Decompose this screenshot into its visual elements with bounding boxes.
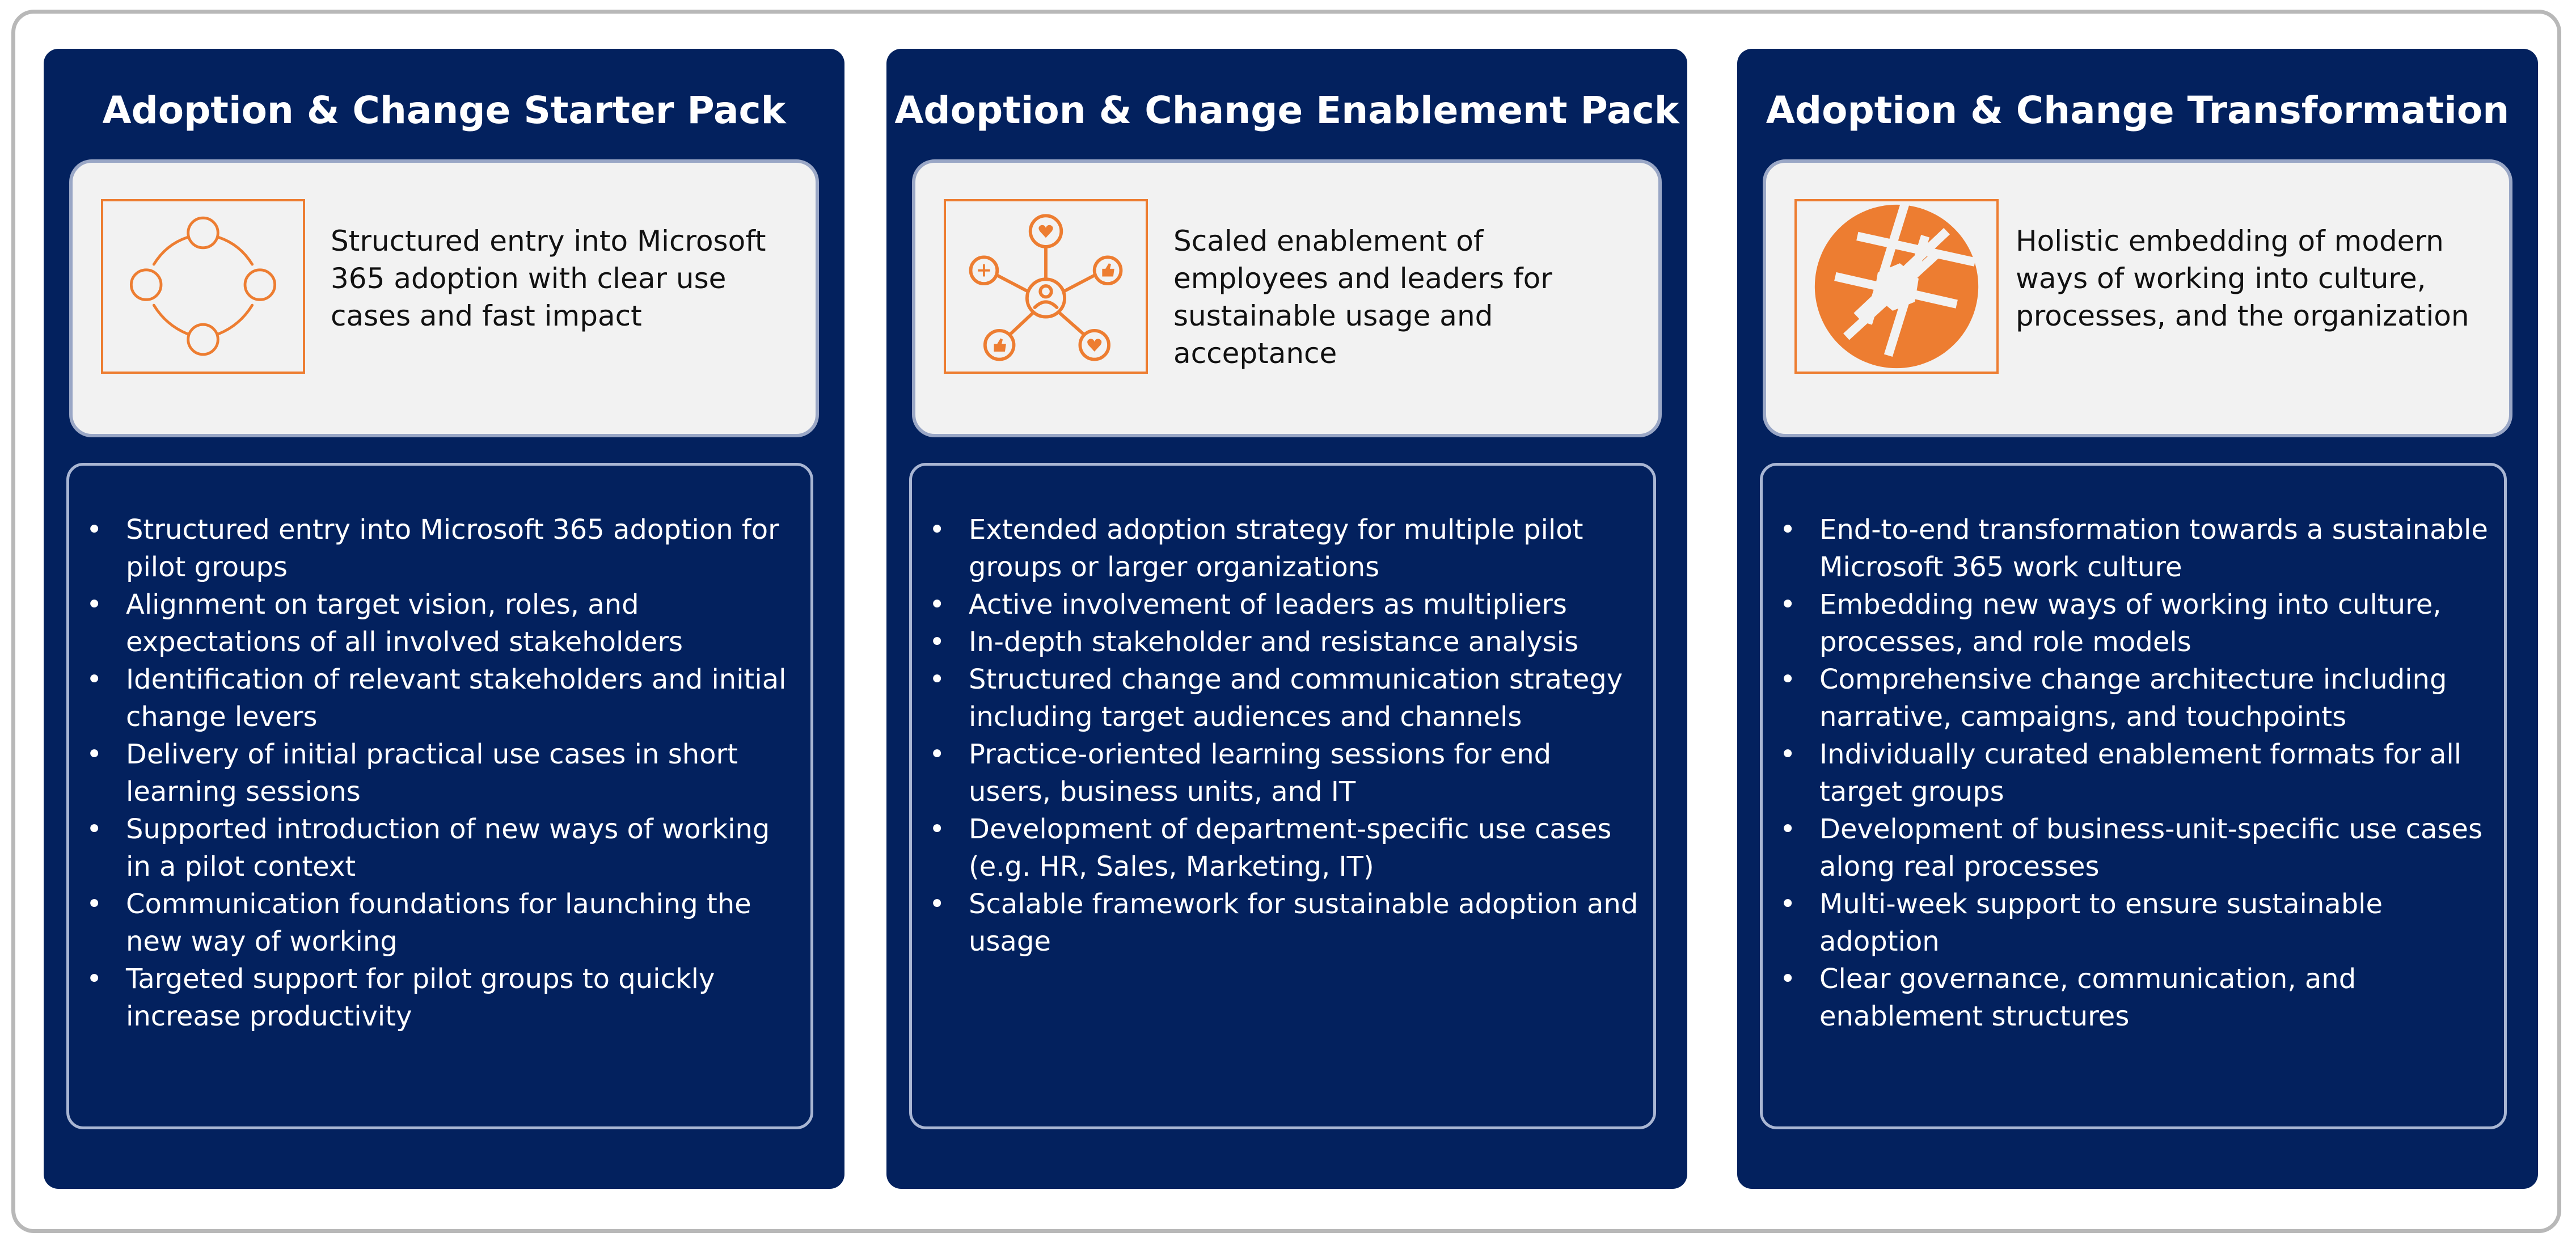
bullet-list: End-to-end transformation towards a sust… [1780, 511, 2493, 1035]
list-item: Scalable framework for sustainable adopt… [929, 885, 1642, 960]
list-item: Development of department-specific use c… [929, 811, 1642, 885]
summary-box: Structured entry into Microsoft 365 adop… [69, 159, 819, 437]
list-item: Practice-oriented learning sessions for … [929, 736, 1642, 811]
summary-text: Scaled enablement of employees and leade… [1173, 225, 1552, 370]
list-item: Communication foundations for launching … [86, 885, 799, 960]
list-item: Comprehensive change architecture includ… [1780, 661, 2493, 736]
summary-box: Holistic embedding of modern ways of wor… [1763, 159, 2512, 437]
list-item: In-depth stakeholder and resistance anal… [929, 623, 1642, 661]
summary-text: Structured entry into Microsoft 365 adop… [331, 225, 766, 332]
list-item: Individually curated enablement formats … [1780, 736, 2493, 811]
details-box: Structured entry into Microsoft 365 adop… [66, 463, 813, 1129]
list-item: Alignment on target vision, roles, and e… [86, 586, 799, 661]
list-item: Development of business-unit-specific us… [1780, 811, 2493, 885]
card-title: Adoption & Change Starter Pack [102, 88, 786, 132]
details-box: Extended adoption strategy for multiple … [909, 463, 1656, 1129]
list-item: Targeted support for pilot groups to qui… [86, 960, 799, 1035]
list-item: Extended adoption strategy for multiple … [929, 511, 1642, 586]
list-item: Clear governance, communication, and ena… [1780, 960, 2493, 1035]
bullet-list: Structured entry into Microsoft 365 adop… [86, 511, 799, 1035]
list-item: Active involvement of leaders as multipl… [929, 586, 1642, 623]
list-item: Identification of relevant stakeholders … [86, 661, 799, 736]
card-title: Adoption & Change Transformation [1766, 88, 2510, 132]
card-title: Adoption & Change Enablement Pack [894, 88, 1679, 132]
bullet-list: Extended adoption strategy for multiple … [929, 511, 1642, 960]
list-item: Supported introduction of new ways of wo… [86, 811, 799, 885]
list-item: End-to-end transformation towards a sust… [1780, 511, 2493, 586]
card-enablement-pack: Adoption & Change Enablement Pack [886, 49, 1687, 1189]
social-network-icon [944, 199, 1148, 374]
summary-box: Scaled enablement of employees and leade… [912, 159, 1662, 437]
summary-text: Holistic embedding of modern ways of wor… [2016, 225, 2469, 332]
details-box: End-to-end transformation towards a sust… [1760, 463, 2507, 1129]
circular-network-icon [101, 199, 305, 374]
card-transformation: Adoption & Change Transformation Holisti… [1737, 49, 2538, 1189]
list-item: Structured entry into Microsoft 365 adop… [86, 511, 799, 586]
list-item: Structured change and communication stra… [929, 661, 1642, 736]
list-item: Delivery of initial practical use cases … [86, 736, 799, 811]
aperture-icon [1794, 199, 1999, 374]
list-item: Embedding new ways of working into cultu… [1780, 586, 2493, 661]
card-starter-pack: Adoption & Change Starter Pack Structure… [44, 49, 844, 1189]
list-item: Multi-week support to ensure sustainable… [1780, 885, 2493, 960]
